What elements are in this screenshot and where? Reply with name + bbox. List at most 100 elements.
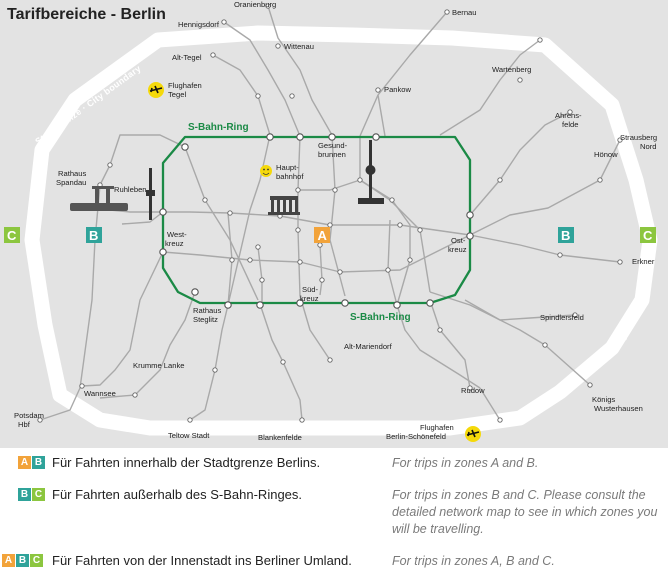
station-label: Bernau — [452, 8, 477, 17]
legend-text-de: Für Fahrten innerhalb der Stadtgrenze Be… — [52, 455, 321, 470]
landmark-radio-tower — [146, 168, 155, 220]
station-label: Nord — [640, 142, 656, 151]
map-title: Tarifbereiche - Berlin — [7, 6, 166, 23]
station-label: kreuz — [448, 245, 467, 254]
station-dots — [159, 133, 474, 309]
zone-b-badge: B — [558, 227, 574, 243]
station-label: Rathaus — [193, 306, 221, 315]
station-label: Pankow — [384, 85, 412, 94]
station-label: Rudow — [461, 386, 485, 395]
station-label: Wannsee — [84, 389, 116, 398]
station-label: Gesund- — [318, 141, 348, 150]
station-dot — [181, 143, 189, 151]
station-label: Alt-Tegel — [172, 53, 202, 62]
station-label: Ost- — [451, 236, 466, 245]
station-label: Erkner — [632, 257, 655, 266]
station-dot — [266, 133, 274, 141]
station-dot — [191, 288, 199, 296]
zone-badge: C — [32, 488, 45, 501]
station-label: Spandau — [56, 178, 86, 187]
airport-label: Tegel — [168, 90, 186, 99]
tariff-zone-map: Stadtgrenze · City boundary Stadtgrenze … — [0, 0, 668, 448]
ring-label-bottom: S-Bahn-Ring — [350, 312, 411, 323]
legend-text-de: Für Fahrten außerhalb des S-Bahn-Ringes. — [52, 487, 303, 502]
legend-text-de: Für Fahrten von der Innenstadt ins Berli… — [52, 553, 352, 568]
zone-badge: C — [30, 554, 43, 567]
zone-badge: B — [18, 488, 31, 501]
fare-legend: A B Für Fahrten innerhalb der Stadtgrenz… — [0, 448, 668, 573]
station-label: kreuz — [165, 239, 184, 248]
station-label: kreuz — [300, 294, 319, 303]
station-dot — [393, 301, 401, 309]
station-label: Haupt- — [276, 163, 299, 172]
station-label: Teltow Stadt — [168, 431, 210, 440]
zone-badge: B — [32, 456, 45, 469]
station-label: West- — [167, 230, 187, 239]
station-dots-small — [37, 3, 623, 423]
ring-label-top: S-Bahn-Ring — [188, 122, 249, 133]
svg-text:C: C — [7, 228, 17, 243]
station-label: Krumme Lanke — [133, 361, 185, 370]
station-dot — [426, 299, 434, 307]
airport-icon — [465, 426, 481, 442]
station-dot — [372, 133, 380, 141]
zone-c-badge: C — [640, 227, 656, 243]
airport-label: Berlin-Schönefeld — [386, 432, 446, 441]
station-label: bahnhof — [276, 172, 304, 181]
station-dot — [341, 299, 349, 307]
city-boundary — [24, 25, 658, 436]
legend-text-en: For trips in zones A and B. — [392, 456, 539, 470]
zone-a-badge: A — [314, 227, 330, 243]
station-label: Oranienburg — [234, 0, 276, 9]
station-labels: Oranienburg Bernau Hennigsdorf Wittenau … — [14, 0, 657, 442]
station-label: Steglitz — [193, 315, 218, 324]
zone-b-badge: B — [86, 227, 102, 243]
svg-text:A: A — [318, 228, 328, 243]
station-dot — [224, 301, 232, 309]
station-dot — [159, 248, 167, 256]
station-dot — [256, 301, 264, 309]
station-label: Wartenberg — [492, 65, 531, 74]
station-label: felde — [562, 120, 578, 129]
landmark-olympic-stadium — [70, 186, 128, 211]
station-label: brunnen — [318, 150, 346, 159]
zone-badge: A — [2, 554, 15, 567]
station-label: Ahrens- — [555, 111, 582, 120]
airport-label: Flughafen — [168, 81, 202, 90]
station-label: Ruhleben — [114, 185, 147, 194]
station-dot — [296, 133, 304, 141]
station-label: Alt-Mariendorf — [344, 342, 393, 351]
station-dot — [466, 211, 474, 219]
zone-badge: B — [16, 554, 29, 567]
legend-text-en: For trips in zones A, B and C. — [392, 554, 555, 568]
station-label: Hennigsdorf — [178, 20, 220, 29]
smiley-icon — [260, 165, 272, 177]
station-label: Wusterhausen — [594, 404, 643, 413]
station-label: Rathaus — [58, 169, 86, 178]
station-dot — [466, 232, 474, 240]
station-label: Wittenau — [284, 42, 314, 51]
boundary-label-nw: Stadtgrenze · City boundary — [33, 63, 143, 146]
station-dot — [159, 208, 167, 216]
map-canvas: Stadtgrenze · City boundary Stadtgrenze … — [4, 0, 658, 442]
zone-c-badge: C — [4, 227, 20, 243]
station-label: Spindlersfeld — [540, 313, 584, 322]
station-label: Süd- — [302, 285, 319, 294]
station-dot — [328, 133, 336, 141]
station-label: Hbf — [18, 420, 31, 429]
station-label: Königs — [592, 395, 615, 404]
station-label: Hönow — [594, 150, 618, 159]
station-dot — [296, 299, 304, 307]
zone-badge: A — [18, 456, 31, 469]
landmark-tv-tower — [358, 140, 384, 204]
landmark-brandenburg-gate — [268, 196, 300, 215]
legend-text-en: For trips in zones B and C. Please consu… — [392, 488, 658, 536]
station-label: Blankenfelde — [258, 433, 302, 442]
svg-text:C: C — [643, 228, 653, 243]
s-bahn-ring — [161, 135, 472, 305]
airport-icon — [148, 82, 164, 98]
station-label: Potsdam — [14, 411, 44, 420]
airport-label: Flughafen — [420, 423, 454, 432]
svg-text:B: B — [561, 228, 570, 243]
station-label: Strausberg — [620, 133, 657, 142]
